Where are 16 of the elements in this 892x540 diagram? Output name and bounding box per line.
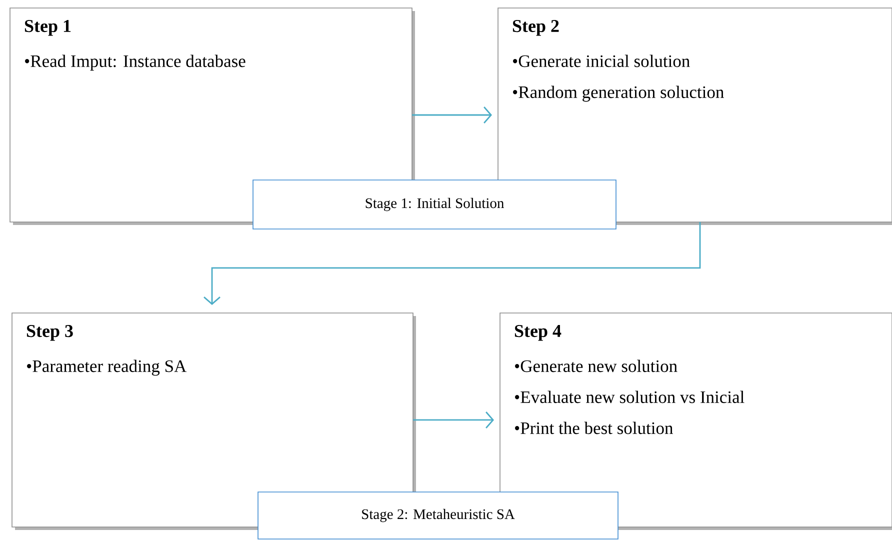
step-heading: Step 2 bbox=[512, 20, 559, 36]
arrow bbox=[204, 222, 701, 305]
arrow bbox=[412, 106, 492, 124]
bullet-text: •Random generation soluction bbox=[513, 86, 724, 102]
bullet-text: •Read Imput: Instance database bbox=[25, 54, 246, 71]
step-heading: Step 3 bbox=[26, 324, 73, 341]
arrow bbox=[413, 412, 494, 428]
bullet-text: •Generate inicial solution bbox=[513, 54, 690, 68]
bullet-text: •Parameter reading SA bbox=[27, 360, 187, 376]
step-heading: Step 1 bbox=[24, 20, 71, 36]
bullet-text: •Evaluate new solution vs Inicial bbox=[515, 390, 744, 404]
bullet-text: •Print the best solution bbox=[515, 422, 673, 434]
stage-box: Stage 2: Metaheuristic SA bbox=[258, 492, 618, 540]
bullet-text: •Generate new solution bbox=[515, 360, 678, 372]
stage-box: Stage 1: Initial Solution bbox=[252, 180, 616, 230]
step-heading: Step 4 bbox=[514, 324, 562, 341]
